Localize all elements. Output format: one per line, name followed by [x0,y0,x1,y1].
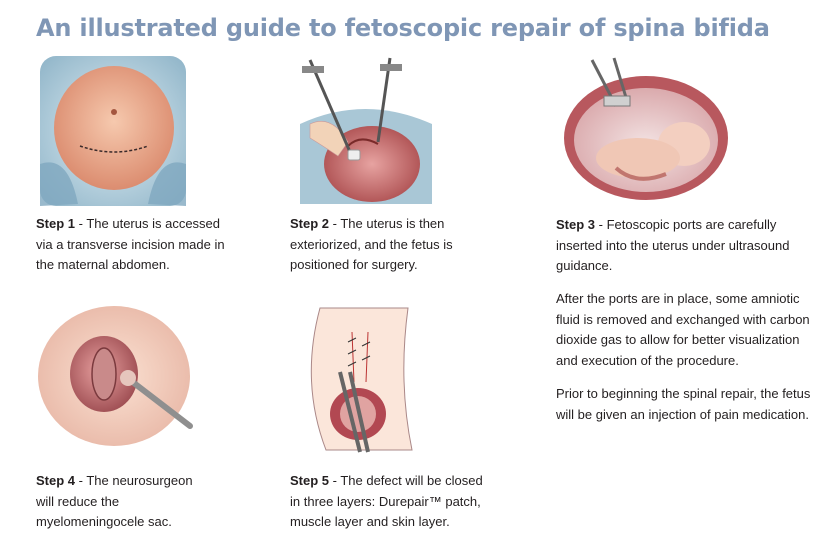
step1-label: Step 1 [36,216,76,231]
step2-text: - The uterus is then exteriorized, and t… [290,216,453,272]
page-title: An illustrated guide to fetoscopic repai… [36,14,770,42]
step4-label: Step 4 [36,473,76,488]
step3-caption: Step 3 - Fetoscopic ports are carefully … [556,215,796,277]
step2-illustration [290,54,440,209]
step3-paragraph-2: Prior to beginning the spinal repair, th… [556,386,811,422]
step1-caption: Step 1 - The uterus is accessed via a tr… [36,214,236,276]
step3-illustration [556,56,728,206]
step4-caption: Step 4 - The neurosurgeon will reduce th… [36,471,196,533]
step3-text: - Fetoscopic ports are carefully inserte… [556,217,790,273]
step4-illustration [34,302,196,452]
step1-text: - The uterus is accessed via a transvers… [36,216,225,272]
step5-text: - The defect will be closed in three lay… [290,473,483,529]
step2-caption: Step 2 - The uterus is then exteriorized… [290,214,472,276]
step5-illustration [290,302,435,454]
step4-text: - The neurosurgeon will reduce the myelo… [36,473,193,529]
step3-label: Step 3 [556,217,596,232]
step2-label: Step 2 [290,216,330,231]
step1-illustration [38,54,188,209]
step5-caption: Step 5 - The defect will be closed in th… [290,471,490,533]
step5-label: Step 5 [290,473,330,488]
step3-paragraph-1: After the ports are in place, some amnio… [556,291,810,368]
